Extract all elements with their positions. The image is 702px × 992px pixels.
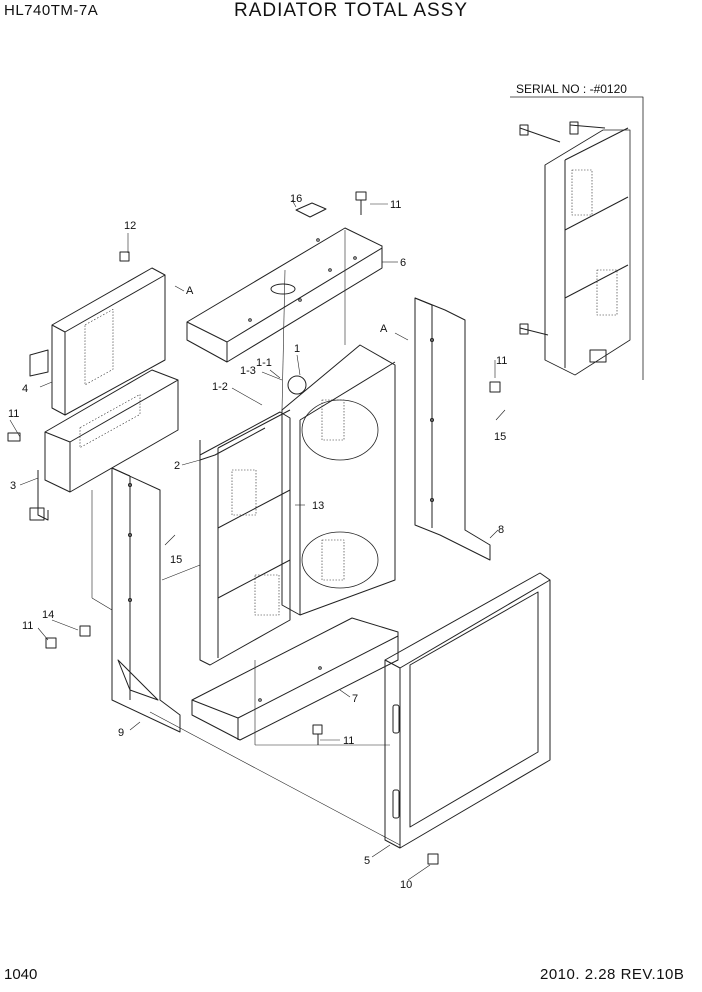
callout-11-left: 11	[8, 408, 19, 420]
reference-lines	[91, 230, 401, 846]
left-bracket-part-9	[45, 467, 181, 733]
callout-9: 9	[118, 727, 124, 739]
callout-11-lower-left: 11	[22, 620, 33, 632]
callout-1: 1	[294, 343, 300, 355]
callout-6: 6	[400, 257, 406, 269]
callout-5: 5	[364, 855, 370, 867]
revision-date: 2010. 2.28 REV.10B	[540, 966, 685, 983]
page-number: 1040	[4, 966, 38, 983]
ref-a-right: A	[380, 323, 388, 335]
oil-cooler-part-4	[29, 251, 166, 416]
callout-2: 2	[174, 460, 180, 472]
callout-1-2: 1-2	[212, 381, 228, 393]
bottom-support-part-7	[191, 617, 399, 745]
callout-14: 14	[42, 609, 54, 621]
label-plate-part-16	[295, 202, 327, 218]
callout-4: 4	[22, 383, 28, 395]
callout-12: 12	[124, 220, 136, 232]
callout-11-top: 11	[390, 199, 401, 211]
callout-11-bottom: 11	[343, 735, 354, 747]
cooler-part-3	[7, 369, 179, 521]
callout-10: 10	[400, 879, 412, 891]
radiator-part-2	[199, 409, 291, 666]
model-code: HL740TM-7A	[4, 2, 99, 19]
page-title: RADIATOR TOTAL ASSY	[233, 0, 469, 21]
ref-a-left: A	[186, 285, 194, 297]
radiator-core-part-1	[281, 344, 396, 616]
callout-13: 13	[312, 500, 324, 512]
callout-7: 7	[352, 693, 358, 705]
callout-15-right: 15	[494, 431, 506, 443]
callout-leaders	[9, 199, 506, 881]
callout-15-left: 15	[170, 554, 182, 566]
right-bracket-part-8	[414, 297, 501, 561]
bolt-part-11-top	[355, 191, 367, 215]
frame-part-5	[384, 572, 551, 865]
callout-8: 8	[498, 524, 504, 536]
serial-inset	[510, 96, 644, 380]
serial-note: SERIAL NO : -#0120	[516, 82, 627, 96]
callout-1-3: 1-3	[240, 365, 256, 377]
callout-1-1: 1-1	[256, 357, 272, 369]
top-cover-part-6	[186, 227, 383, 363]
callout-16: 16	[290, 193, 302, 205]
callout-11-right: 11	[496, 355, 507, 367]
callout-3: 3	[10, 480, 16, 492]
